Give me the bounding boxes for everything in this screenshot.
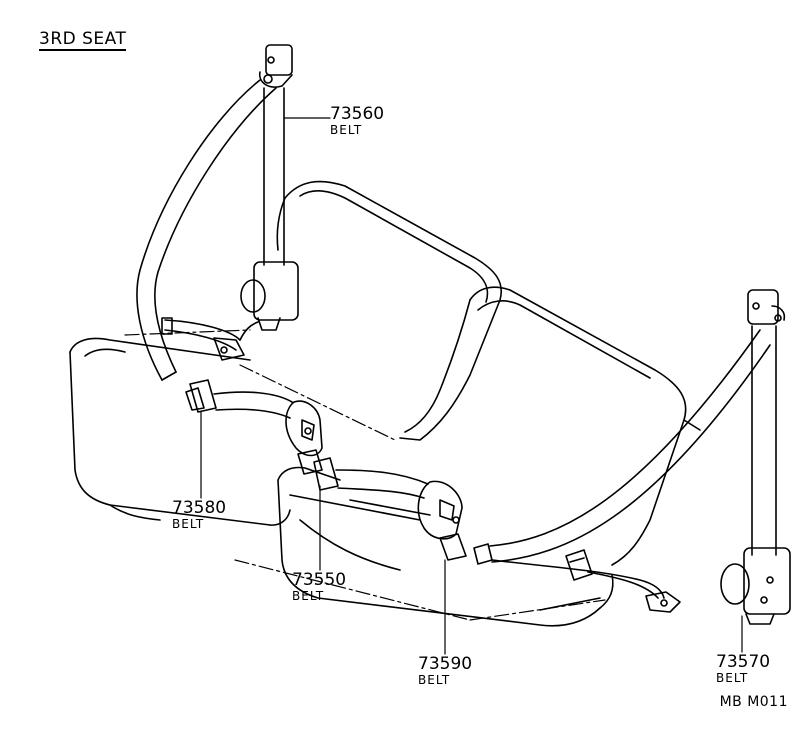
callout-73570: 73570 BELT (716, 652, 771, 685)
part-number: 73560 (330, 104, 385, 124)
part-number: 73570 (716, 652, 771, 672)
retractor-73570 (720, 289, 791, 625)
part-number: 73580 (172, 498, 227, 518)
diagram-title: 3RD SEAT (39, 29, 127, 51)
part-label: BELT (172, 517, 205, 531)
retractor-73560 (136, 44, 299, 381)
callout-73580: 73580 BELT (172, 498, 227, 531)
part-label: BELT (330, 123, 363, 137)
part-label: BELT (418, 673, 451, 687)
diagram-code: MB M011 (719, 694, 788, 710)
callout-73560: 73560 BELT (330, 104, 385, 137)
callout-73590: 73590 BELT (418, 654, 473, 687)
part-label: BELT (292, 589, 325, 603)
buckle-73550 (285, 400, 429, 499)
part-label: BELT (716, 671, 749, 685)
reference-lines (124, 329, 606, 621)
buckle-73590 (417, 329, 771, 613)
leader-lines (200, 117, 743, 655)
buckle-73580 (185, 379, 293, 419)
part-number: 73590 (418, 654, 473, 674)
callout-73550: 73550 BELT (292, 570, 347, 603)
part-number: 73550 (292, 570, 347, 590)
seat-backrests (276, 180, 701, 566)
seat-cushions (69, 337, 614, 627)
